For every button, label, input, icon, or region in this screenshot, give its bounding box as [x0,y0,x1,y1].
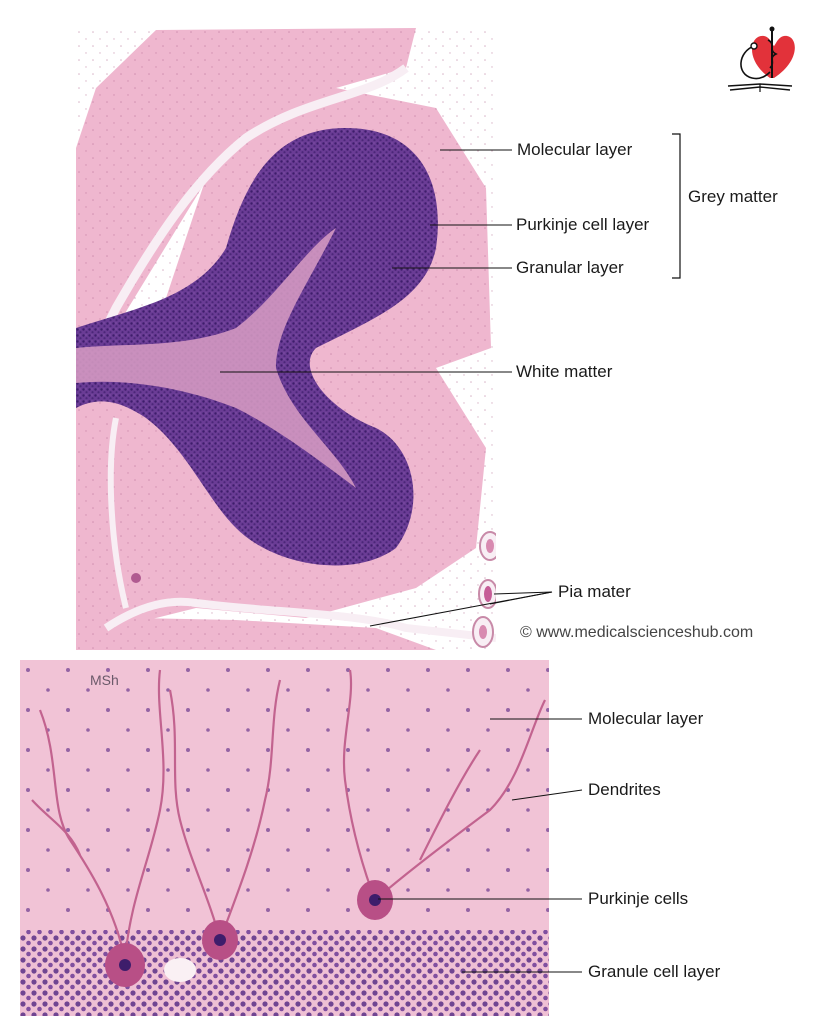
grey-matter-bracket [672,133,681,279]
cerebellum-low-magnification-image [76,28,496,650]
purkinje-high-magnification-image [20,660,549,1016]
heart-caduceus-icon [727,26,795,92]
pia-fold-upper [101,64,409,331]
medicalscienceshub-logo [724,22,796,96]
copyright-credit: © www.medicalscienceshub.com [520,624,754,641]
white-matter-core [76,228,356,488]
label-dendrites: Dendrites [588,780,661,799]
watermark-msh: MSh [90,672,119,688]
label-molecular-layer-top: Molecular layer [517,140,633,159]
cerebellum-folium-illustration [76,28,496,650]
top-leader-lines [220,133,681,627]
label-granular-layer: Granular layer [516,258,624,277]
purkinje-cells-illustration [20,660,549,1016]
label-purkinje-cell-layer: Purkinje cell layer [516,215,650,234]
label-purkinje-cells: Purkinje cells [588,889,689,908]
label-granule-cell-layer: Granule cell layer [588,962,721,981]
label-grey-matter: Grey matter [688,187,778,206]
label-pia-mater: Pia mater [558,582,631,601]
dendrite-trees [31,669,546,961]
label-molecular-layer-bottom: Molecular layer [588,709,704,728]
label-white-matter: White matter [516,362,613,381]
pia-fold-lower [103,597,496,642]
blood-vessels [472,531,496,648]
